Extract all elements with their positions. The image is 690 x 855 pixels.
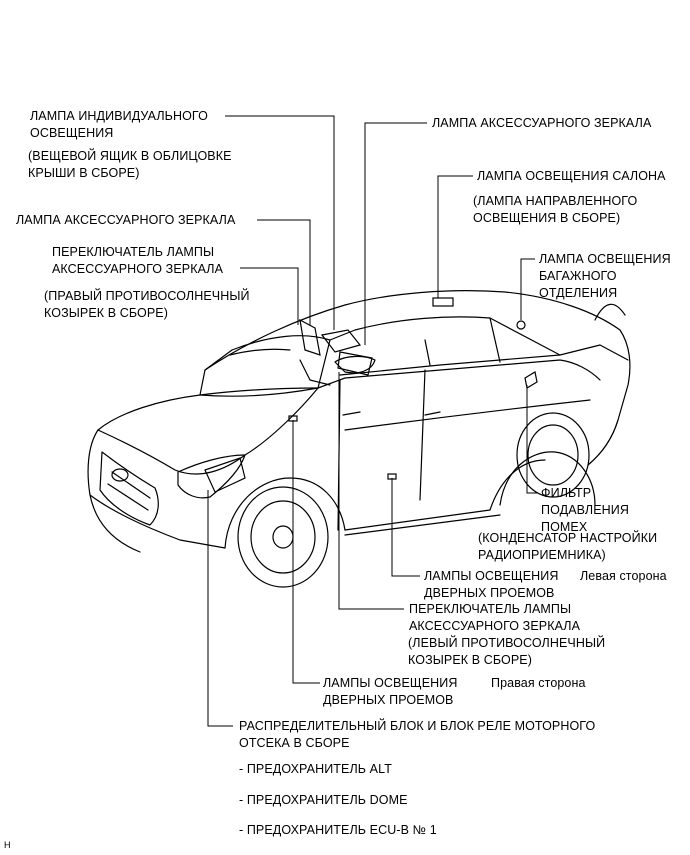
noise-filter-sub: (КОНДЕНСАТОР НАСТРОЙКИ РАДИОПРИЕМНИКА) xyxy=(478,531,658,562)
luggage-lamp-label: ЛАМПА ОСВЕЩЕНИЯ БАГАЖНОГО ОТДЕЛЕНИЯ xyxy=(539,252,671,300)
relay-block-label: РАСПРЕДЕЛИТЕЛЬНЫЙ БЛОК И БЛОК РЕЛЕ МОТОР… xyxy=(239,719,596,750)
noise-filter-label: ФИЛЬТР ПОДАВЛЕНИЯ ПОМЕХ xyxy=(541,486,630,534)
car-outline xyxy=(87,290,631,588)
individual-lamp-label: ЛАМПА ИНДИВИДУАЛЬНОГО ОСВЕЩЕНИЯ xyxy=(30,109,208,140)
sunvisor-left-icon xyxy=(337,351,373,376)
relay-block-icon xyxy=(204,457,246,493)
vanity-switch-left-label: ПЕРЕКЛЮЧАТЕЛЬ ЛАМПЫ АКСЕССУАРНОГО ЗЕРКАЛ… xyxy=(409,602,581,633)
fuse-dome-label: - ПРЕДОХРАНИТЕЛЬ DOME xyxy=(239,793,408,807)
vanity-switch-right-label: ПЕРЕКЛЮЧАТЕЛЬ ЛАМПЫ АКСЕССУАРНОГО ЗЕРКАЛ… xyxy=(52,245,224,276)
noise-filter-icon xyxy=(524,371,538,389)
vanity-switch-left-sub: (ЛЕВЫЙ ПРОТИВОСОЛНЕЧНЫЙ КОЗЫРЕК В СБОРЕ) xyxy=(408,636,606,667)
fuse-alt-label: - ПРЕДОХРАНИТЕЛЬ ALT xyxy=(239,762,392,776)
courtesy-lamp-right-label: ЛАМПЫ ОСВЕЩЕНИЯ ДВЕРНЫХ ПРОЕМОВ xyxy=(323,676,458,707)
overhead-console-icon xyxy=(320,329,362,353)
figure-code: H xyxy=(4,840,11,850)
vanity-switch-right-sub: (ПРАВЫЙ ПРОТИВОСОЛНЕЧНЫЙ КОЗЫРЕК В СБОРЕ… xyxy=(44,289,250,320)
right-side-label: Правая сторона xyxy=(491,676,586,690)
fuse-ecub-label: - ПРЕДОХРАНИТЕЛЬ ECU-B № 1 xyxy=(239,823,437,837)
interior-lamp-label: ЛАМПА ОСВЕЩЕНИЯ САЛОНА xyxy=(477,169,666,183)
sunvisor-right-icon xyxy=(299,318,321,356)
interior-lamp-sub: (ЛАМПА НАПРАВЛЕННОГО ОСВЕЩЕНИЯ В СБОРЕ) xyxy=(473,194,638,225)
leader-lines xyxy=(207,115,537,727)
vanity-lamp-top-label: ЛАМПА АКСЕССУАРНОГО ЗЕРКАЛА xyxy=(432,116,652,130)
interior-lamp-icon xyxy=(432,297,454,307)
vanity-lamp-left-label: ЛАМПА АКСЕССУАРНОГО ЗЕРКАЛА xyxy=(16,213,236,227)
individual-lamp-sub: (ВЕЩЕВОЙ ЯЩИК В ОБЛИЦОВКЕ КРЫШИ В СБОРЕ) xyxy=(28,149,232,180)
courtesy-lamp-left-label: ЛАМПЫ ОСВЕЩЕНИЯ ДВЕРНЫХ ПРОЕМОВ xyxy=(424,569,559,600)
left-side-label: Левая сторона xyxy=(580,569,667,583)
luggage-lamp-icon xyxy=(516,320,526,330)
